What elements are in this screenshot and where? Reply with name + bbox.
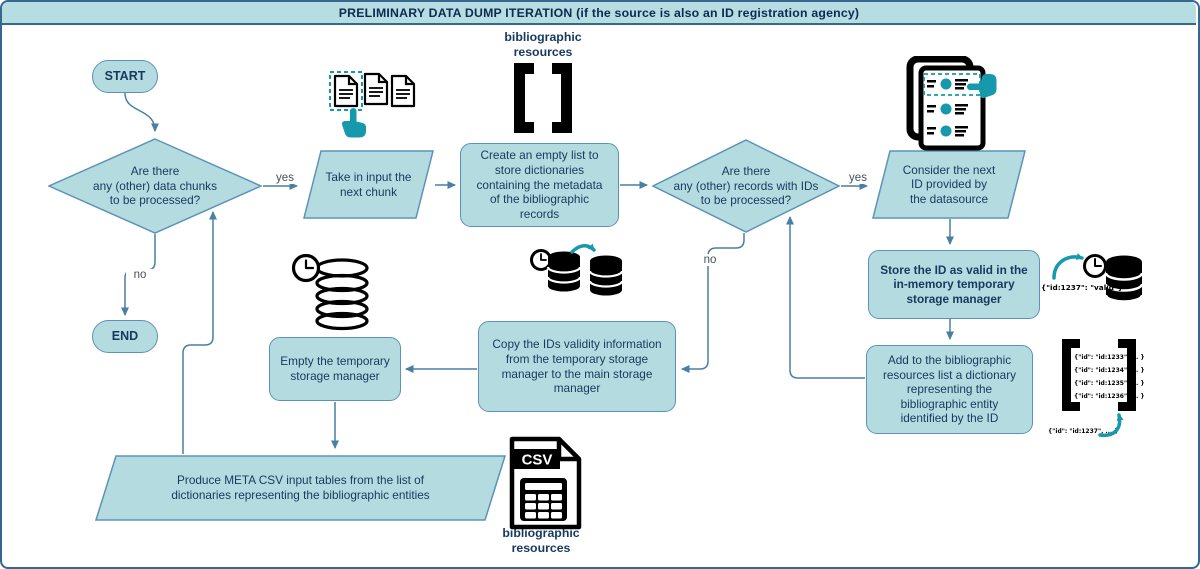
diamond-shape (48, 138, 262, 234)
list-item-text: {"id": "id:1235", ... } (1074, 380, 1145, 387)
new-item-text: {"id": "id:1237", ... } (1048, 428, 1119, 435)
process-copy-validity-label: Copy the IDs validity information from t… (492, 337, 662, 396)
flow-start-label: START (104, 68, 146, 83)
document-icon (333, 74, 359, 108)
curved-arrow-icon (1098, 413, 1124, 438)
empty-list-brackets-icon (514, 63, 572, 133)
bibliographic-resources-bottom-label: bibliographic resources (502, 526, 580, 555)
id-checklist-icon (906, 56, 997, 151)
list-bracket-right (1118, 339, 1136, 411)
bibliographic-resources-top-label: bibliographic resources (504, 30, 582, 59)
connector-start-to-decision-chunks (124, 92, 159, 132)
store-valid-id-icon: {"id:1237": "valid"} (1041, 253, 1144, 303)
process-copy-validity: Copy the IDs validity information from t… (478, 321, 676, 412)
connector-decision-records-no-to-copy-validity (681, 233, 745, 373)
process-produce-csv-label: Produce META CSV input tables from the l… (171, 473, 430, 502)
list-bracket-left (1062, 339, 1080, 411)
process-create-list-label: Create an empty list to store dictionari… (476, 148, 603, 221)
parallelogram-shape (95, 455, 506, 521)
document-icon (363, 72, 389, 106)
edge-label-yes-records: yes (843, 172, 873, 184)
edge-label-yes-chunks: yes (270, 172, 300, 184)
decision-data-chunks-label: Are there any (other) data chunks to be … (93, 164, 217, 208)
decision-records-ids: Are there any (other) records with IDs t… (652, 139, 840, 233)
database-rings (315, 258, 369, 331)
flow-end-label: END (111, 328, 139, 343)
csv-file-icon: CSV (509, 436, 582, 530)
process-take-input-label: Take in input the next chunk (325, 169, 412, 199)
process-take-input: Take in input the next chunk (303, 150, 434, 219)
diamond-shape (652, 139, 840, 233)
id-row (927, 78, 968, 90)
clock-icon (1083, 254, 1107, 278)
selection-dashed-box (329, 71, 363, 111)
flow-end-node: END (92, 320, 158, 353)
list-item-text: {"id": "id:1233", ... } (1074, 354, 1145, 361)
data-chunks-selection-icon (329, 71, 416, 138)
process-add-dict-label: Add to the bibliographic resources list … (882, 352, 1017, 426)
database-icon (588, 255, 624, 296)
stored-pair-text: {"id:1237": "valid"} (1041, 283, 1123, 292)
list-item-text: {"id": "id:1236", ... } (1074, 393, 1145, 400)
process-empty-storage-label: Empty the temporary storage manager (280, 354, 390, 383)
process-add-dict: Add to the bibliographic resources list … (866, 345, 1033, 434)
process-create-list: Create an empty list to store dictionari… (460, 143, 619, 227)
curved-arrow-icon (1052, 253, 1084, 280)
pointer-hand-icon (341, 108, 366, 138)
process-empty-storage: Empty the temporary storage manager (269, 337, 401, 401)
table-grid (520, 478, 567, 521)
diagram-title: PRELIMINARY DATA DUMP ITERATION (if the … (2, 2, 1196, 25)
process-consider-id: Consider the next ID provided by the dat… (872, 150, 1026, 219)
clock-icon (291, 254, 321, 283)
edge-label-no-records: no (695, 254, 725, 266)
curved-arrow-icon (570, 244, 596, 254)
pointer-hand-icon (967, 74, 997, 99)
process-store-id-label: Store the ID as valid in the in-memory t… (880, 262, 1028, 306)
process-produce-csv: Produce META CSV input tables from the l… (95, 455, 506, 521)
parallelogram-shape (303, 150, 434, 219)
csv-band-label: CSV (522, 452, 553, 469)
add-to-list-icon: {"id": "id:1233", ... } {"id": "id:1234"… (1048, 339, 1145, 438)
process-store-id: Store the ID as valid in the in-memory t… (868, 250, 1040, 319)
copy-databases-icon (530, 244, 624, 296)
process-consider-id-label: Consider the next ID provided by the dat… (902, 162, 996, 206)
csv-band (514, 449, 560, 469)
decision-records-ids-label: Are there any (other) records with IDs t… (673, 164, 819, 208)
document-icon (390, 74, 416, 108)
list-item-text: {"id": "id:1234", ... } (1074, 367, 1145, 374)
connector-produce-csv-loop-to-decision-chunks (182, 211, 217, 454)
id-row (927, 125, 968, 137)
database-icon (546, 251, 582, 292)
connector-add-dict-loop-to-decision-records (786, 216, 865, 379)
empty-database-icon (291, 254, 369, 331)
parallelogram-shape (872, 150, 1026, 219)
flow-start-node: START (92, 60, 158, 93)
database-icon (1104, 255, 1144, 303)
decision-data-chunks: Are there any (other) data chunks to be … (48, 138, 262, 234)
id-row (927, 103, 968, 115)
clock-icon (530, 249, 552, 271)
edge-label-no-chunks: no (126, 269, 154, 281)
